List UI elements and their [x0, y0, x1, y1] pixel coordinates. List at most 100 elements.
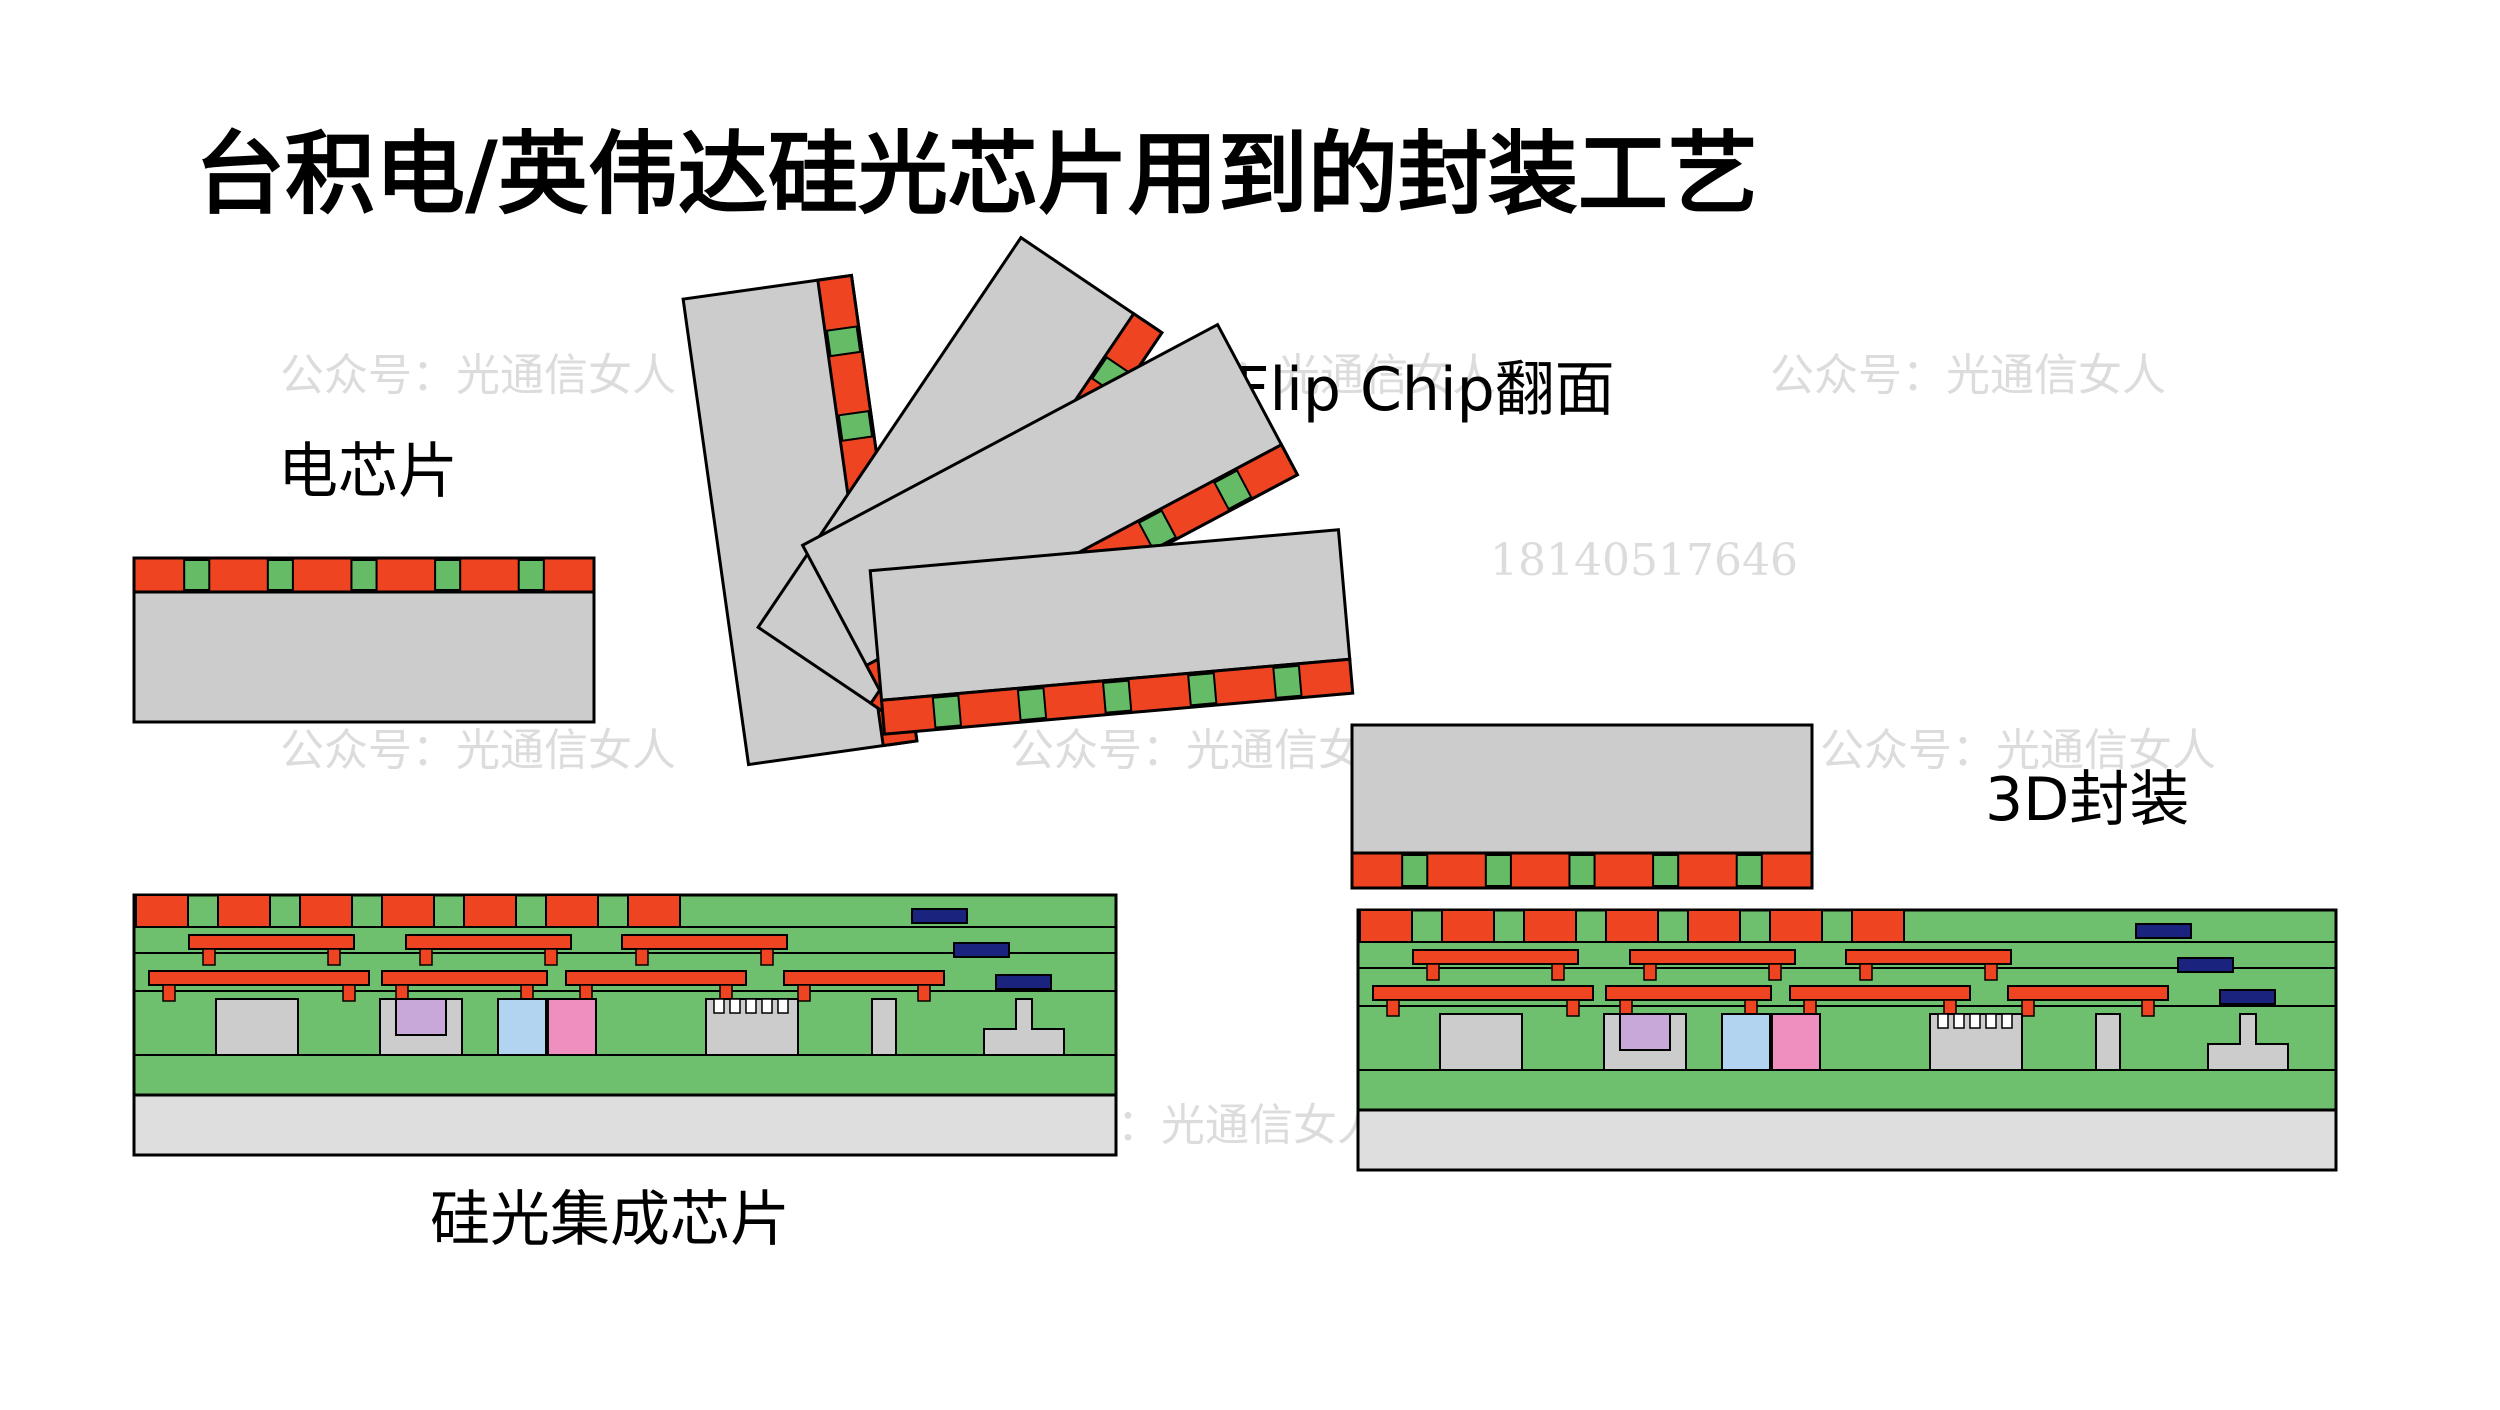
via	[797, 984, 811, 1002]
silicon-photonics-chip-bonded	[1356, 908, 2338, 1172]
page-title: 台积电/英伟达硅光芯片用到的封装工艺	[195, 122, 1758, 227]
label-silicon-photonics-chip: 硅光集成芯片	[430, 1185, 790, 1255]
via	[760, 948, 774, 966]
via	[635, 948, 649, 966]
chip-body	[132, 590, 596, 724]
via	[202, 948, 216, 966]
flip-chip-frame	[868, 528, 1355, 736]
via	[1859, 963, 1873, 981]
substrate	[1356, 1108, 2338, 1172]
top-pad	[135, 894, 189, 928]
pad-green	[1016, 686, 1048, 722]
pad-green	[1101, 679, 1133, 714]
metal-bar	[188, 934, 355, 950]
via	[1551, 963, 1565, 981]
grating-tooth	[1969, 1013, 1981, 1029]
via	[2021, 999, 2035, 1017]
grating-tooth	[729, 998, 741, 1014]
via	[1386, 999, 1400, 1017]
top-pad	[1851, 909, 1905, 943]
pad-green	[931, 694, 963, 729]
top-pad	[463, 894, 517, 928]
metal-bar	[1372, 985, 1594, 1001]
pad-green	[183, 559, 211, 591]
via	[162, 984, 176, 1002]
three-d-package	[1350, 723, 2338, 1172]
grating-tooth	[1985, 1013, 1997, 1029]
via	[917, 984, 931, 1002]
label-3d-package: 3D封装	[1985, 765, 2189, 835]
blue-metal	[953, 942, 1010, 958]
flip-chip-sequence	[681, 235, 1355, 767]
top-pad	[1605, 909, 1659, 943]
metal-bar	[381, 970, 548, 986]
blue-metal	[995, 974, 1052, 990]
blue-metal	[2219, 989, 2276, 1005]
metal-bar	[783, 970, 945, 986]
top-pad	[1769, 909, 1823, 943]
pad-green	[1568, 854, 1596, 887]
top-pad	[217, 894, 271, 928]
pad-green	[1484, 854, 1512, 887]
edge-coupler	[983, 998, 1065, 1056]
blue-metal	[2177, 957, 2234, 973]
grating-tooth	[777, 998, 789, 1014]
grating-tooth	[761, 998, 773, 1014]
metal-bar	[2007, 985, 2169, 1001]
top-pad	[1687, 909, 1741, 943]
photodetector	[1721, 1013, 1771, 1071]
watermark-text: 公众号：光通信女人	[280, 350, 676, 401]
via	[1426, 963, 1440, 981]
pad-green	[1187, 672, 1218, 707]
via	[1643, 963, 1657, 981]
pad-green	[1213, 469, 1253, 511]
top-pad	[627, 894, 681, 928]
device-block	[215, 998, 299, 1056]
grating-tooth	[745, 998, 757, 1014]
pad-green	[1401, 854, 1429, 887]
waveguide-pillar	[2095, 1013, 2121, 1071]
top-pad	[545, 894, 599, 928]
metal-bar	[148, 970, 370, 986]
via	[342, 984, 356, 1002]
top-pad	[1523, 909, 1577, 943]
pad-green	[1735, 854, 1763, 887]
silicon-photonics-chip	[132, 893, 1118, 1157]
pad-green	[825, 325, 862, 358]
photodetector	[1771, 1013, 1821, 1071]
label-electronic-chip: 电芯片	[278, 437, 458, 507]
grating-tooth	[1953, 1013, 1965, 1029]
metal-bar	[1845, 949, 2012, 965]
via	[1768, 963, 1782, 981]
metal-bar	[1412, 949, 1579, 965]
top-pad	[299, 894, 353, 928]
label-flip-chip: Flip Chip翻面	[1235, 355, 1615, 425]
watermark-text: 公众号：光通信女人	[1820, 725, 2216, 776]
metal-bar	[1605, 985, 1772, 1001]
photodetector	[547, 998, 597, 1056]
watermark-phone: 18140517646	[1490, 535, 1798, 586]
layer-stack	[132, 893, 1118, 1157]
metal-bar	[621, 934, 788, 950]
pad-group	[1350, 851, 1814, 890]
electronic-chip	[132, 556, 596, 724]
via	[2141, 999, 2155, 1017]
blue-metal	[2135, 923, 2192, 939]
pad-green	[434, 559, 462, 591]
top-pad	[1359, 909, 1413, 943]
pad-green	[1272, 664, 1303, 699]
modulator	[1619, 1013, 1671, 1051]
metal-bar	[1789, 985, 1971, 1001]
via	[1566, 999, 1580, 1017]
layer-stack	[1356, 908, 2338, 1172]
metal-bar	[405, 934, 572, 950]
pad-group	[132, 556, 596, 594]
via	[1984, 963, 1998, 981]
photodetector	[497, 998, 547, 1056]
modulator	[395, 998, 447, 1036]
pad-green	[1137, 509, 1178, 551]
pad-green	[266, 559, 294, 591]
watermark-text: 公众号：光通信女人	[1770, 350, 2166, 401]
via	[327, 948, 341, 966]
